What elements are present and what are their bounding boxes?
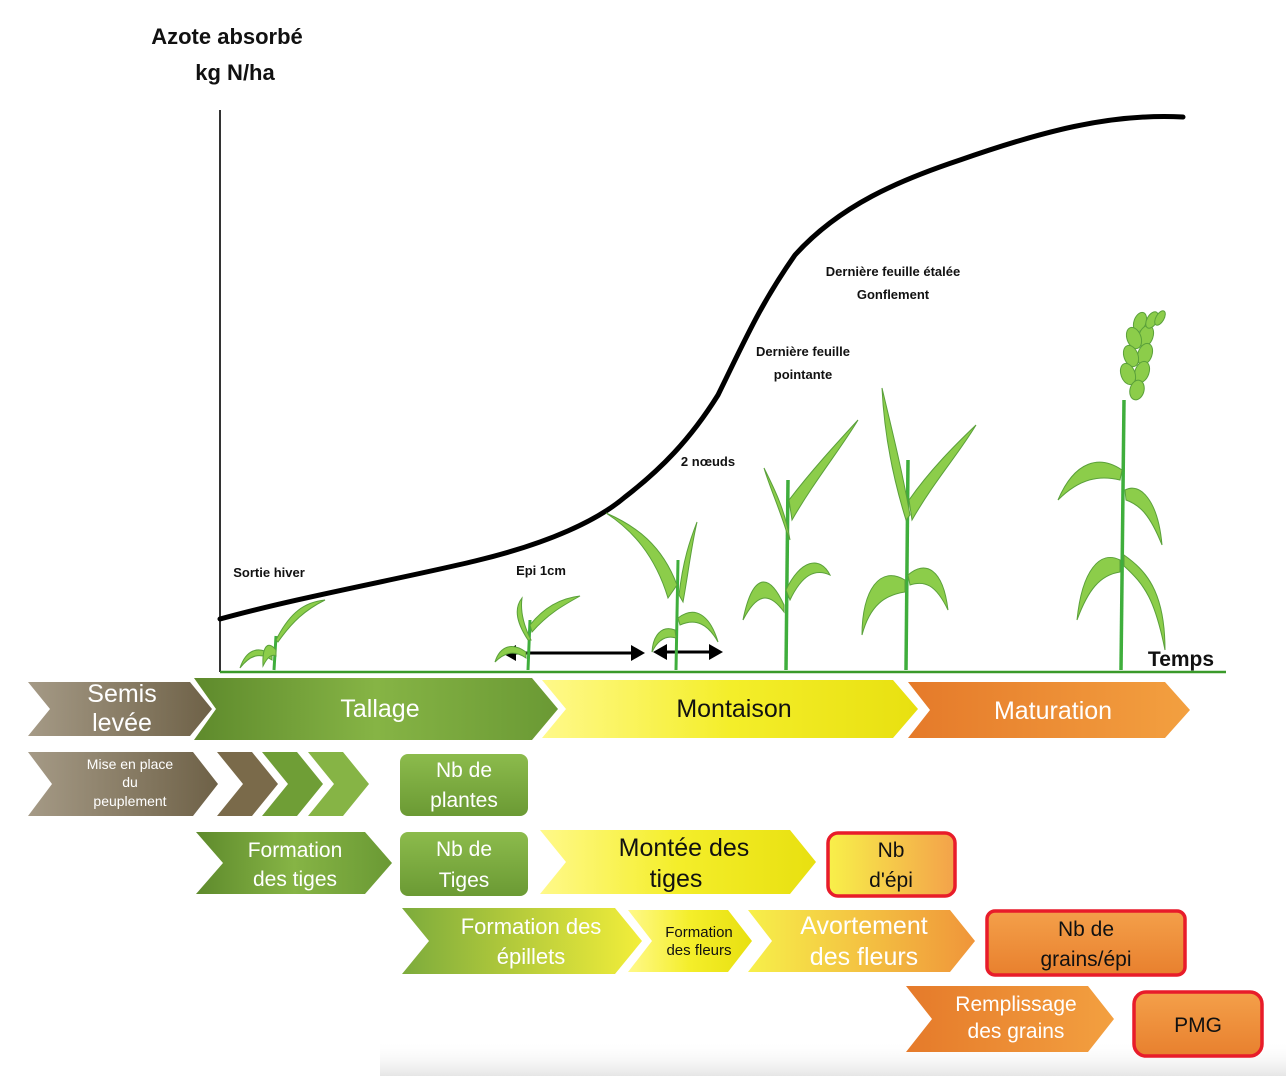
phase-montaison-label: Montaison [676, 695, 791, 723]
phase-levee-line2: levée [92, 709, 152, 737]
epillets-line1: Formation des [461, 914, 602, 939]
remplissage-line1: Remplissage [955, 993, 1076, 1016]
noeuds-interval-arrow [653, 644, 723, 660]
phase-tallage: Tallage [194, 678, 558, 740]
result-nb-plantes: Nb de plantes [400, 754, 528, 816]
wheat-plant-epi-1cm-icon [494, 595, 581, 671]
phase-maturation-label: Maturation [994, 697, 1112, 725]
stage-epi-1cm: Epi 1cm [516, 563, 566, 578]
nb-tiges-line1: Nb de [436, 838, 492, 861]
nb-plantes-line1: Nb de [436, 759, 492, 782]
result-nb-tiges: Nb de Tiges [400, 832, 528, 896]
phase-tallage-label: Tallage [340, 695, 419, 723]
component-avortement-fleurs: Avortement des fleurs [748, 910, 975, 972]
y-axis-title-line1: Azote absorbé [151, 24, 303, 49]
nb-epi-line1: Nb [878, 839, 905, 862]
pmg-label: PMG [1174, 1014, 1222, 1037]
component-mise-en-place: Mise en place du peuplement [28, 752, 218, 816]
nb-tiges-line2: Tiges [439, 869, 490, 892]
chevron-group-icon [217, 752, 369, 816]
nb-epi-line2: d'épi [869, 869, 913, 892]
formation-tiges-line1: Formation [248, 839, 343, 862]
phase-maturation: Maturation [908, 682, 1190, 738]
nb-grains-line1: Nb de [1058, 918, 1114, 941]
wheat-plant-seedling-icon [239, 599, 326, 671]
component-formation-fleurs: Formation des fleurs [628, 910, 752, 972]
component-montee-tiges: Montée des tiges [540, 830, 816, 894]
mise-line2: du [122, 774, 138, 790]
result-pmg: PMG [1132, 990, 1264, 1058]
result-nb-epi: Nb d'épi [826, 831, 957, 898]
nb-plantes-line2: plantes [430, 789, 498, 812]
wheat-ear-icon [1119, 310, 1166, 401]
stage-sortie-hiver: Sortie hiver [233, 565, 305, 580]
wheat-plant-mature-icon [1057, 310, 1166, 671]
stage-gonflement-line2: Gonflement [857, 287, 930, 302]
component-formation-tiges: Formation des tiges [196, 832, 392, 894]
avortement-line2: des fleurs [810, 943, 918, 971]
fleurs-line2: des fleurs [666, 942, 731, 959]
remplissage-line2: des grains [968, 1020, 1065, 1043]
wheat-plant-last-leaf-spread-icon [861, 387, 977, 671]
phase-semis-levee: Semis levée [28, 680, 212, 737]
mise-line1: Mise en place [87, 756, 174, 772]
wheat-plant-last-leaf-pointing-icon [742, 419, 859, 671]
phase-semis-line1: Semis [87, 680, 156, 708]
y-axis-title-line2: kg N/ha [195, 60, 275, 85]
montee-line2: tiges [650, 865, 703, 893]
avortement-line1: Avortement [800, 912, 927, 940]
result-nb-grains: Nb de grains/épi [985, 909, 1187, 977]
stage-derniere-feuille-pointante-line1: Dernière feuille [756, 344, 850, 359]
x-axis-title: Temps [1148, 648, 1214, 671]
formation-tiges-line2: des tiges [253, 868, 337, 891]
component-formation-epillets: Formation des épillets [402, 908, 642, 974]
fleurs-line1: Formation [665, 924, 733, 941]
stage-derniere-feuille-pointante-line2: pointante [774, 367, 833, 382]
epillets-line2: épillets [497, 944, 565, 969]
nitrogen-uptake-curve [217, 114, 1186, 622]
nb-grains-line2: grains/épi [1040, 948, 1131, 971]
phase-montaison: Montaison [542, 680, 918, 738]
wheat-plant-2-noeuds-icon [605, 512, 719, 671]
stage-derniere-feuille-etalee-line1: Dernière feuille étalée [826, 264, 960, 279]
component-remplissage-grains: Remplissage des grains [906, 986, 1114, 1052]
montee-line1: Montée des [619, 834, 750, 862]
mise-line3: peuplement [93, 793, 166, 809]
stage-2-noeuds: 2 nœuds [681, 454, 735, 469]
